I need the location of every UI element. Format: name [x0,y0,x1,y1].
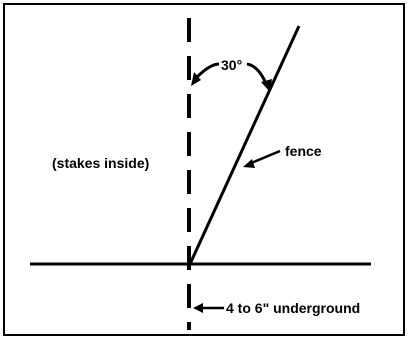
angle-arrowhead-left [191,72,201,86]
stakes-inside-label: (stakes inside) [52,155,149,171]
fence-line [188,25,301,265]
underground-pointer-arrowhead [193,303,203,313]
fence-pointer-arrowhead [243,159,255,168]
angle-arc-left [194,62,220,80]
diagram-border [3,3,405,336]
fence-pointer-line [248,149,281,166]
angle-label: 30° [221,57,242,73]
angle-arrowhead-right [261,79,272,92]
underground-label: 4 to 6" underground [226,300,360,316]
fence-label: fence [285,143,322,159]
